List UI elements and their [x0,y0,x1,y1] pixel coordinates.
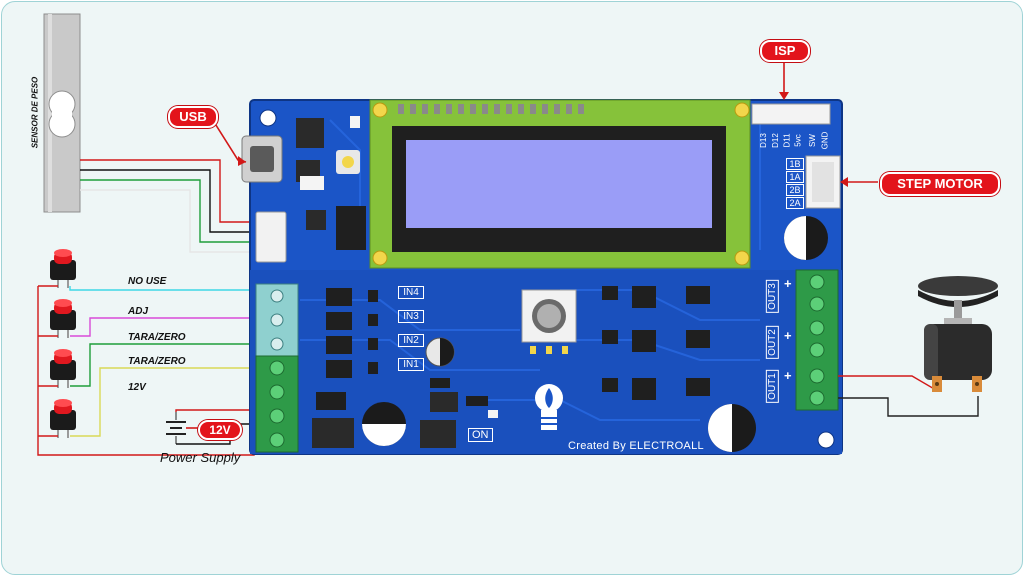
label-no-use: NO USE [128,276,167,287]
motor-pin-1b: 1B [786,158,804,170]
out2-plus: + [784,328,792,343]
motor-pin-1a: 1A [786,171,804,183]
capacitor-small [425,337,455,367]
sensor-wires [80,159,256,253]
motor-pin-labels: 1B 1A 2B 2A [786,158,804,209]
power-section [312,378,488,448]
label-tara-2: TARA/ZERO [128,356,186,367]
isp-pin-sw: SW [807,134,817,147]
arrow-heads [238,92,848,187]
button-tara-1 [50,349,76,388]
input-chips [326,288,378,378]
on-label: ON [468,428,493,442]
button-tara-2 [50,399,76,438]
isp-pin-labels: D13 D12 D11 5vc SW GND [756,128,832,156]
button-no-use [50,249,76,288]
isp-pin-d11: D11 [782,133,792,148]
isp-callout: ISP [760,40,810,62]
terminal-block-outputs: + + + [784,269,839,411]
isp-pin-gnd: GND [820,131,830,150]
push-buttons [50,249,76,438]
step-motor-connector [805,155,841,209]
isp-pin-d12: D12 [770,133,780,148]
button-adj [50,299,76,338]
volt-callout: 12V [198,420,242,440]
load-cell-sensor [43,13,81,213]
terminal-block-inputs [255,283,299,453]
motor-wires [838,375,979,417]
label-tara-1: TARA/ZERO [128,332,186,343]
isp-pin-d13: D13 [758,133,768,148]
power-led [488,410,498,418]
isp-pin-5v: 5vc [793,134,803,147]
sensor-label: SENSOR DE PESO [30,76,40,149]
capacitor-large-1 [784,216,828,260]
potentiometer [521,289,577,354]
label-adj: ADJ [128,306,149,317]
input-label-in2: IN2 [398,334,424,347]
out3-plus: + [784,276,792,291]
out1-plus: + [784,368,792,383]
lcd-display [369,99,751,269]
usb-connector [241,135,283,183]
pcb-components-topleft [255,116,366,263]
step-motor-callout: STEP MOTOR [880,172,1000,196]
usb-callout: USB [168,106,218,128]
label-12v: 12V [128,382,146,393]
input-label-in4: IN4 [398,286,424,299]
bulb-logo [535,384,563,430]
dc-motor [918,276,998,392]
input-label-in3: IN3 [398,310,424,323]
motor-pin-2b: 2B [786,184,804,196]
motor-pin-2a: 2A [786,197,804,209]
output-label-out2: OUT2 [765,326,779,359]
input-label-in1: IN1 [398,358,424,371]
isp-header [751,103,831,125]
output-label-out3: OUT3 [765,280,779,313]
label-power-supply: Power Supply [160,450,241,465]
credit-text: Created By ELECTROALL [568,440,704,452]
output-label-out1: OUT1 [765,370,779,403]
capacitor-large-2 [708,404,756,452]
output-chips [602,286,710,400]
